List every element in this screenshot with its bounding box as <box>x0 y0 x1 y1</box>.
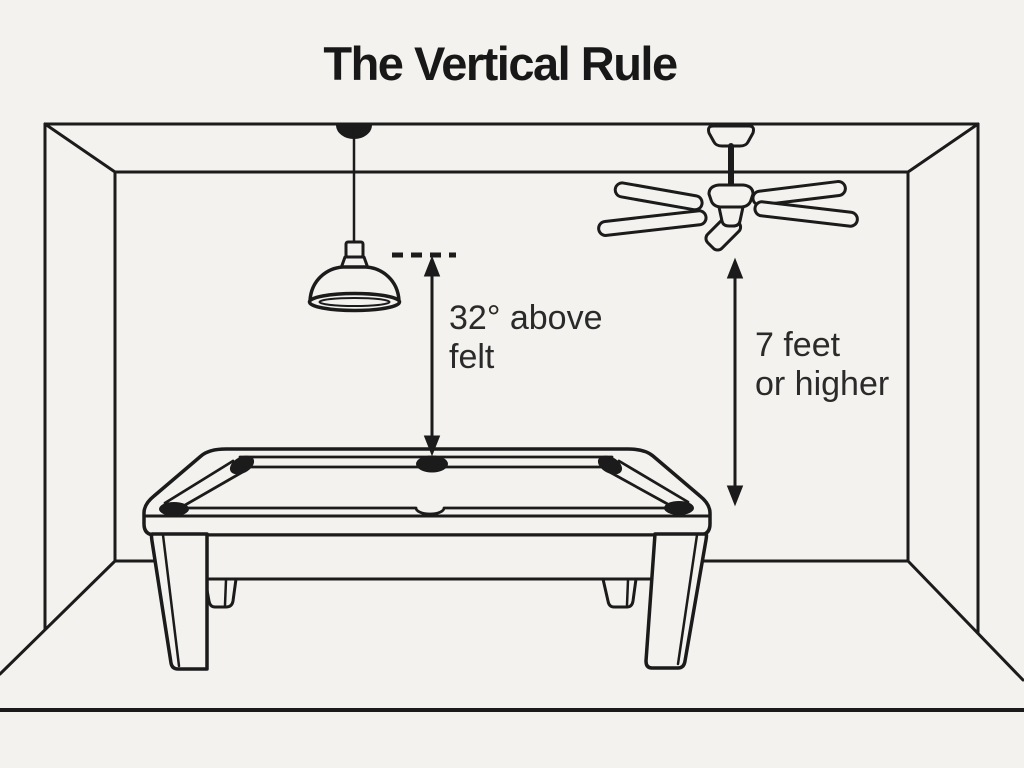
pendant-clearance-arrow <box>423 255 441 457</box>
table-pocket <box>159 502 189 516</box>
pool-table <box>142 447 712 671</box>
pendant-clearance-label: 32° above felt <box>449 299 603 377</box>
front-rail-with-center-pocket <box>182 506 668 516</box>
table-leg-back <box>203 577 238 609</box>
fan-motor <box>707 183 755 209</box>
pendant-shade-rim <box>307 291 402 313</box>
pendant-shade-rim-inner <box>318 297 391 307</box>
ceiling-corner-diagonal <box>43 122 117 174</box>
ceiling-fan <box>597 124 859 252</box>
fan-blade <box>613 181 704 212</box>
table-pockets <box>159 455 694 516</box>
table-leg-front <box>149 532 209 671</box>
table-pocket <box>597 455 623 475</box>
table-leg-back <box>601 577 638 609</box>
table-front-legs <box>149 532 709 671</box>
diagram-title: The Vertical Rule <box>323 37 678 90</box>
pendant-clearance-label-line1: 32° above <box>449 299 603 337</box>
arrowhead-down <box>726 485 744 507</box>
fan-canopy <box>707 124 755 148</box>
arrowhead-up <box>423 255 441 277</box>
table-pocket <box>416 455 448 473</box>
floor-corner-diagonal <box>0 559 117 676</box>
table-apron <box>159 533 693 581</box>
pendant-shade <box>308 265 401 303</box>
room-outline <box>0 122 1024 712</box>
table-back-legs <box>203 577 638 609</box>
fan-clearance-arrow <box>726 257 744 507</box>
fan-clearance-label: 7 feet or higher <box>755 326 889 404</box>
pendant-socket <box>344 240 365 259</box>
fan-blade <box>753 200 859 228</box>
fan-blade <box>751 180 847 207</box>
floor-corner-diagonal <box>906 559 1024 682</box>
table-leg-front <box>644 532 709 670</box>
arrowhead-up <box>726 257 744 279</box>
pendant-light <box>307 124 402 313</box>
table-pocket <box>664 501 694 515</box>
pendant-clearance-label-line2: felt <box>449 338 495 376</box>
fan-clearance-label-line2: or higher <box>755 365 890 403</box>
table-pocket <box>229 455 255 475</box>
fan-light-kit <box>717 205 745 228</box>
fan-blade <box>597 209 708 237</box>
fan-clearance-label-line1: 7 feet <box>755 326 841 364</box>
ceiling-corner-diagonal <box>906 122 980 174</box>
arrowhead-down <box>423 435 441 457</box>
